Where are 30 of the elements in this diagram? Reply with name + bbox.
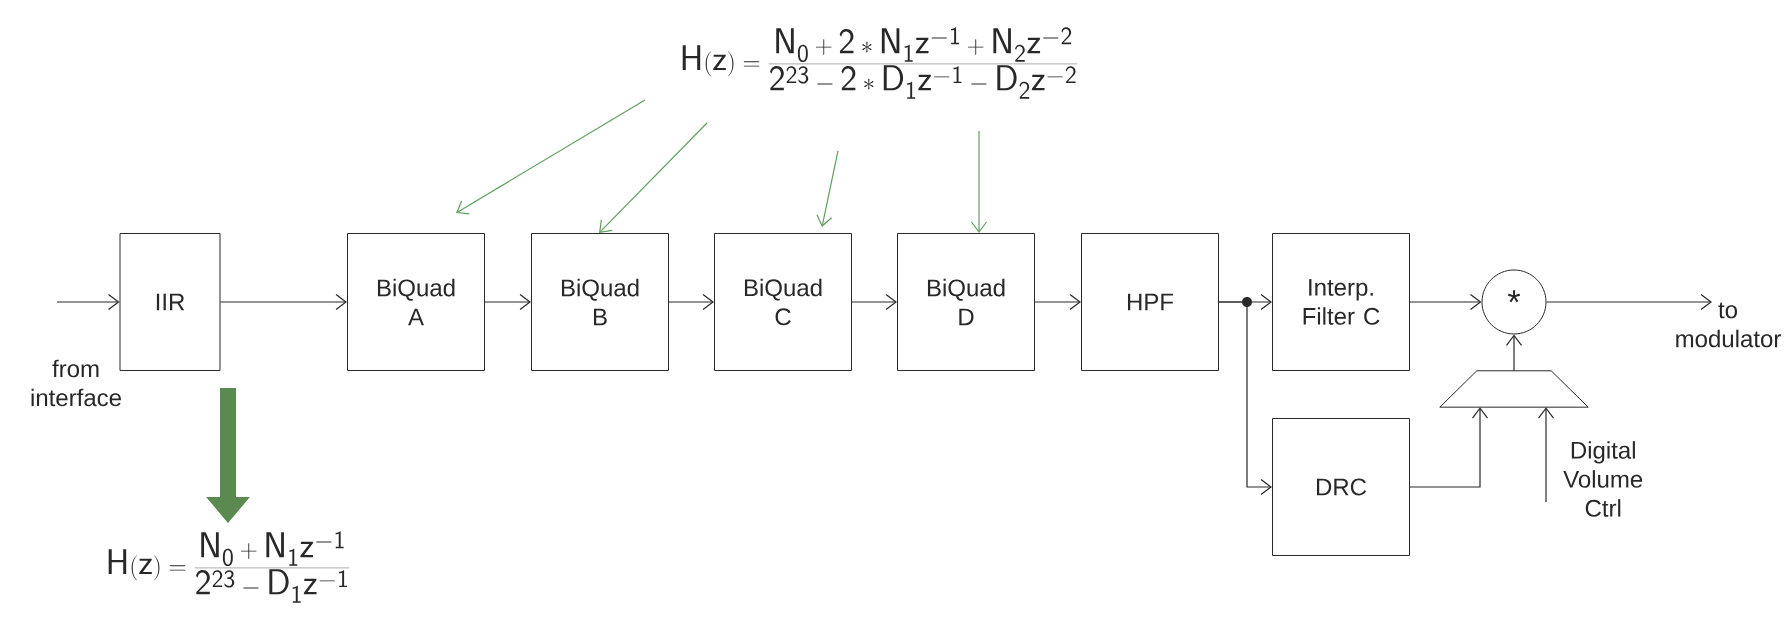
process-box: BiQuad B — [531, 233, 669, 371]
arrow — [1034, 293, 1081, 311]
process-box: HPF — [1081, 233, 1219, 371]
arrow — [1537, 407, 1555, 503]
arrow — [851, 293, 897, 311]
process-box: Interp. Filter C — [1272, 233, 1410, 371]
arrow — [1218, 301, 1272, 496]
arrow — [816, 150, 839, 227]
transfer-function-formula: $\mathsf{H(z)=\frac{N_0+2*N_1z^{-1}+N_2z^{-2}}{2^{23}-2*D_1z^{-1}-D_2z^{-2}}}$ — [682, 27, 1078, 99]
io-label: from interface — [31, 359, 121, 407]
transfer-function-formula: $\mathsf{H(z)=\frac{N_0+N_1z^{-1}}{2^{23}-D_1z^{-1}}}$ — [108, 531, 350, 603]
process-box: BiQuad C — [714, 233, 852, 371]
control-label: Digital Volume Ctrl — [1563, 441, 1643, 517]
control-label: to modulator — [1676, 302, 1781, 348]
arrow — [970, 130, 988, 233]
process-box: BiQuad D — [897, 233, 1035, 371]
arrow — [1409, 293, 1482, 311]
selector-trapezoid — [1439, 370, 1589, 408]
arrow — [56, 293, 120, 311]
process-box: DRC — [1272, 418, 1410, 556]
arrow — [484, 293, 531, 311]
arrow — [599, 122, 708, 233]
arrow — [1409, 407, 1489, 488]
process-box: IIR — [119, 233, 221, 371]
arrow — [668, 293, 714, 311]
arrow — [219, 293, 347, 311]
process-box: BiQuad A — [347, 233, 485, 371]
arrow — [1505, 334, 1523, 372]
arrow — [456, 99, 646, 215]
arrow — [1545, 293, 1712, 311]
